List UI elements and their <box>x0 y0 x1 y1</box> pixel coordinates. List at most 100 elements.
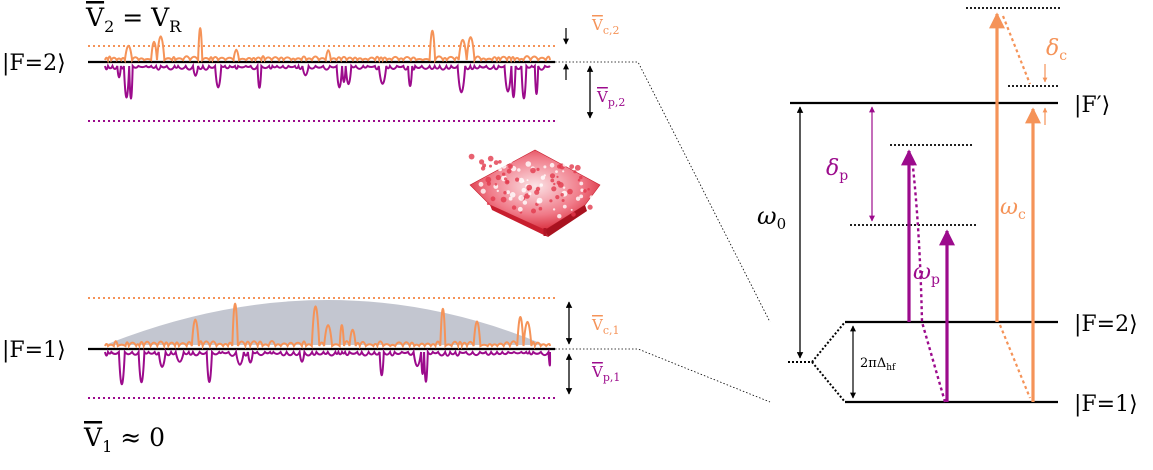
speckle-grain <box>555 170 558 174</box>
speckle-grain <box>480 188 486 194</box>
coupling-potential-lower <box>104 302 551 350</box>
speckle-grain <box>486 202 490 205</box>
speckle-grain <box>517 206 523 212</box>
speckle-grain <box>561 199 565 202</box>
label-right-Fprime: |F′⟩ <box>1074 93 1110 118</box>
speckle-grain <box>555 195 560 200</box>
label-delta-p: δp <box>826 156 848 184</box>
speckle-grain <box>584 213 587 216</box>
speckle-grain <box>580 188 584 192</box>
label-vc1: Vc,1 <box>591 316 620 337</box>
speckle-grain <box>539 183 543 187</box>
speckle-grain <box>538 206 543 211</box>
speckle-grain <box>579 175 583 180</box>
speckle-grain <box>506 190 510 195</box>
speckle-grain <box>511 205 517 210</box>
speckle-grain <box>518 195 525 201</box>
speckle-grain <box>562 186 566 189</box>
speckle-grain <box>509 192 516 198</box>
speckle-grain <box>496 189 499 193</box>
speckle-grain <box>501 163 507 169</box>
speckle-grain <box>557 182 564 188</box>
speckle-grain <box>487 155 494 162</box>
centroid-split-dots-2 <box>811 361 846 403</box>
speckle-grain <box>571 212 576 217</box>
label-left-F2: |F=2⟩ <box>2 51 66 76</box>
speckle-grain <box>468 153 475 160</box>
label-vc2: Vc,2 <box>591 16 620 37</box>
speckle-grain <box>482 163 487 168</box>
speckle-grain <box>534 189 540 195</box>
label-omega-c: ωc <box>1000 195 1026 223</box>
speckle-grain <box>550 178 555 183</box>
label-omega-p: ωp <box>913 260 940 288</box>
speckle-grain <box>577 178 581 182</box>
speckle-grain <box>478 181 484 187</box>
speckle-grain <box>515 177 520 182</box>
speckle-grain <box>527 188 530 191</box>
speckle-grain <box>569 164 575 170</box>
speckle-grain <box>540 175 546 180</box>
atom-cloud <box>105 300 545 345</box>
speckle-grain <box>495 174 501 181</box>
speckle-grain <box>526 179 529 182</box>
speckle-grain <box>560 193 564 197</box>
label-right-F1: |F=1⟩ <box>1074 392 1138 417</box>
speckle-grain <box>504 179 510 185</box>
speckle-grain <box>551 186 557 192</box>
speckle-grain <box>494 183 498 186</box>
speckle-grain <box>562 170 565 173</box>
speckle-grain <box>549 173 556 179</box>
connector-upper <box>555 61 771 323</box>
label-hyperfine: 2πΔhf <box>860 356 896 373</box>
speckle-grain <box>498 167 502 172</box>
speckle-grain <box>498 160 502 164</box>
speckle-grain <box>500 196 507 203</box>
label-vp2: Vp,2 <box>596 88 625 109</box>
speckle-grain <box>543 165 547 169</box>
speckle-grain <box>504 177 508 181</box>
speckle-grain <box>521 187 527 193</box>
speckle-grain <box>562 204 567 209</box>
coupling-arrow-dashed-upper <box>1001 15 1032 85</box>
speckle-grain <box>517 168 521 172</box>
speckle-grain <box>490 196 496 202</box>
speckle-grain <box>502 172 506 176</box>
label-delta-c: δc <box>1046 36 1067 64</box>
coupling-arrow-dashed-lower <box>998 324 1032 399</box>
speckle-grain <box>508 164 513 169</box>
speckle-grain <box>506 168 512 174</box>
speckle-grain <box>579 194 584 199</box>
probe-potential-lower <box>104 348 552 386</box>
speckle-grain <box>589 195 594 199</box>
speckle-surface-3d-icon <box>468 149 601 237</box>
speckle-grain <box>525 161 532 167</box>
speckle-grain <box>587 204 593 210</box>
label-right-F2: |F=2⟩ <box>1074 312 1138 337</box>
speckle-grain <box>507 157 513 164</box>
speckle-grain <box>489 164 492 168</box>
speckle-grain <box>528 192 532 196</box>
speckle-grain <box>583 189 587 193</box>
speckle-grain <box>493 160 499 166</box>
speckle-grain <box>536 200 540 204</box>
speckle-grain <box>531 208 536 214</box>
probe-potential-upper <box>104 62 551 100</box>
speckle-grain <box>552 208 556 211</box>
label-omega0: ω0 <box>757 202 786 233</box>
label-left-F1: |F=1⟩ <box>2 338 66 363</box>
speckle-grain <box>522 200 528 205</box>
probe-arrow-dashed <box>910 157 947 403</box>
speckle-grain <box>575 196 581 201</box>
speckle-grain <box>549 162 555 168</box>
speckle-grain <box>530 167 536 174</box>
speckle-grain <box>479 159 485 165</box>
centroid-split-dots <box>811 321 846 363</box>
speckle-grain <box>486 181 491 186</box>
label-vp1: Vp,1 <box>591 363 620 384</box>
speckle-grain <box>567 188 573 195</box>
speckle-grain <box>557 214 562 219</box>
speckle-grain <box>556 175 559 178</box>
speckle-grain <box>536 167 540 171</box>
